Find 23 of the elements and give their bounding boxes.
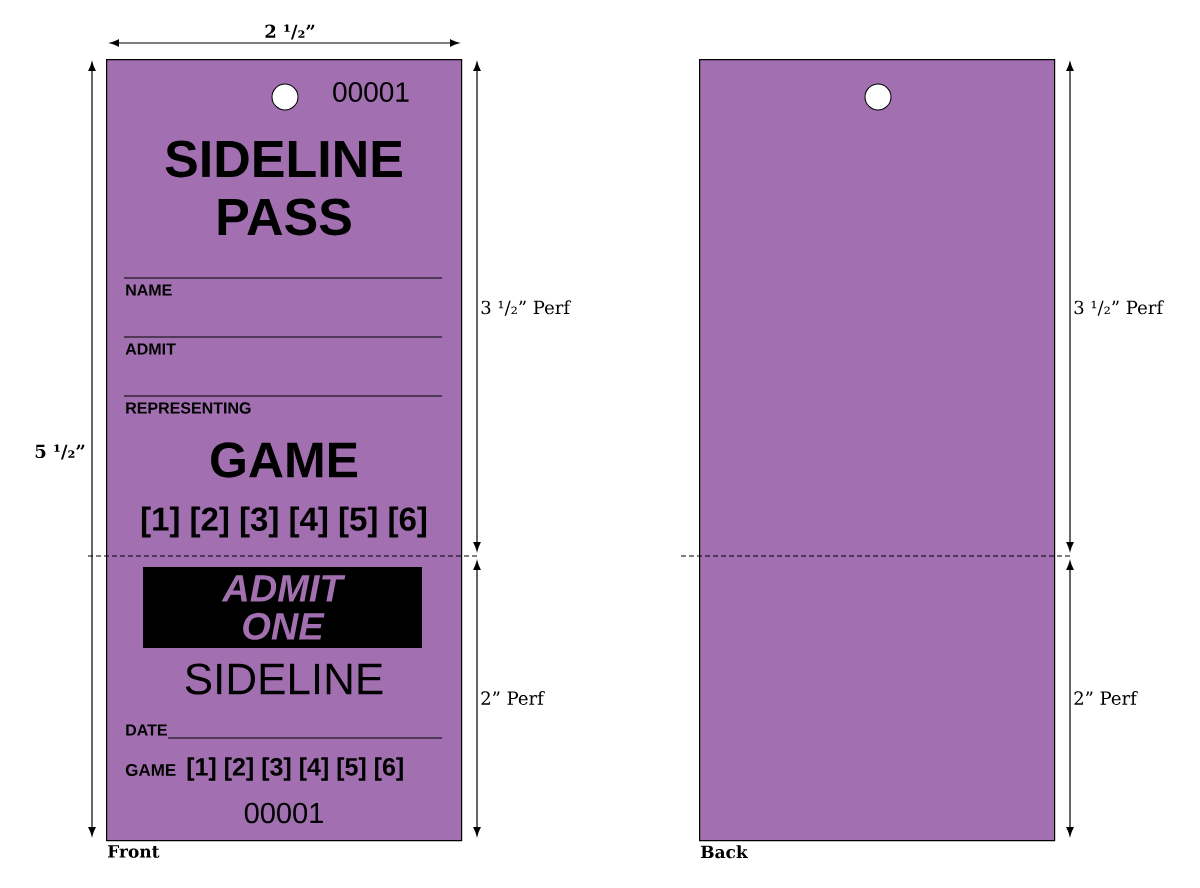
dimension-label: 2” Perf	[1074, 691, 1138, 705]
ticket-card	[106, 59, 463, 842]
dimension-label: 3 ¹/₂” Perf	[481, 300, 572, 316]
dimension-label: 2” Perf	[481, 691, 545, 705]
field-label: GAME	[125, 764, 176, 776]
dimension-label: 2 ¹/₂”	[265, 24, 315, 40]
side-caption: Back	[701, 845, 748, 859]
ticket-text: [1] [2] [3] [4] [5] [6]	[141, 506, 427, 538]
field-label: ADMIT	[125, 343, 176, 355]
field-label: [1] [2] [3] [4] [5] [6]	[187, 757, 403, 781]
ticket-text: GAME	[211, 442, 358, 478]
ticket-card	[699, 59, 1056, 842]
dimension-label: 3 ¹/₂” Perf	[1074, 300, 1165, 316]
field-label: NAME	[126, 284, 172, 296]
ticket-text: 00001	[333, 82, 409, 102]
dimension-label: 5 ¹/₂”	[35, 444, 85, 460]
ticket-text: SIDELINE	[185, 663, 383, 695]
admit-banner: ADMIT ONE	[143, 567, 422, 648]
ticket-text: 00001	[244, 802, 323, 824]
field-label: REPRESENTING	[126, 402, 251, 414]
field-label: DATE	[126, 724, 167, 736]
ticket-text: SIDELINE PASS	[165, 140, 402, 236]
side-caption: Front	[108, 845, 160, 858]
